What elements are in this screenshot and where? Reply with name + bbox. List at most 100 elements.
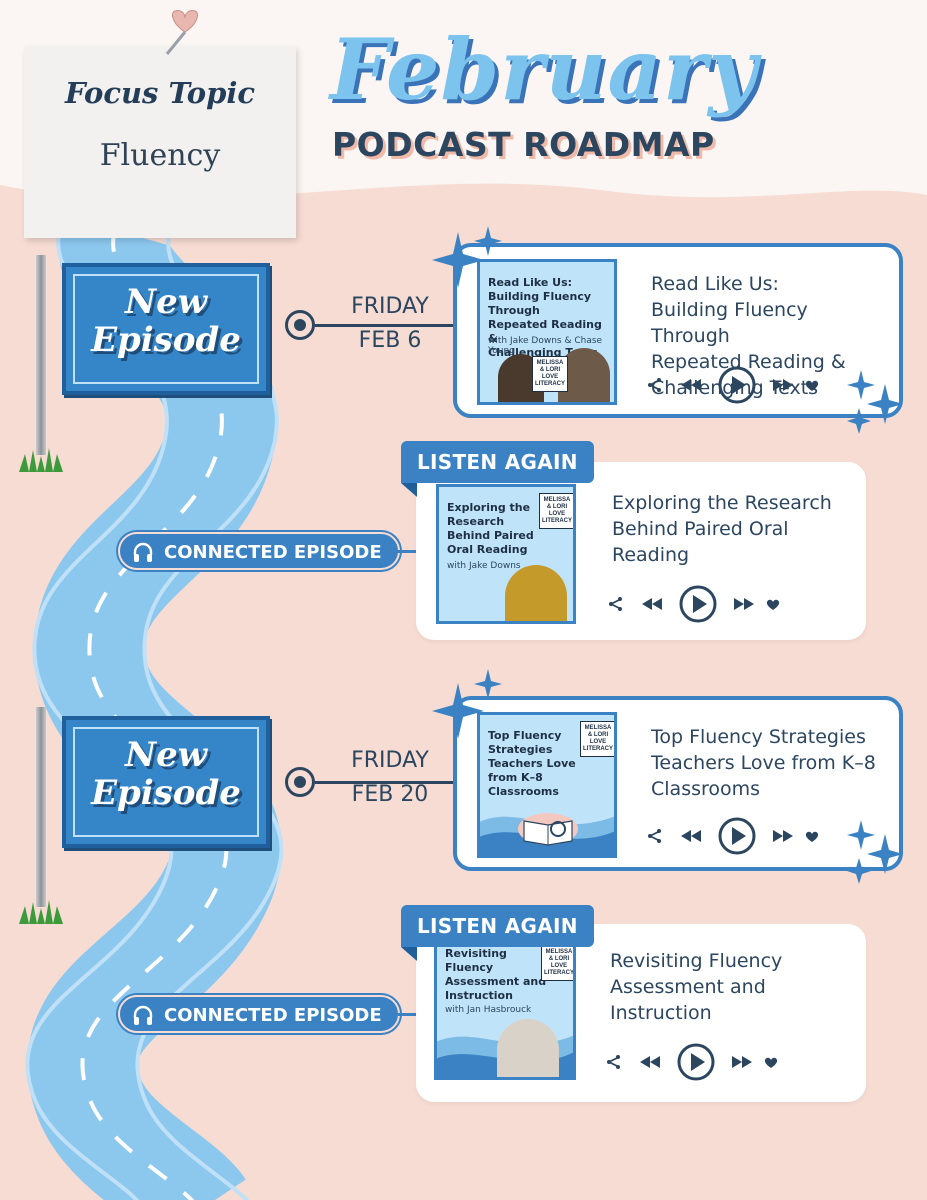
share-button[interactable] [647,828,663,844]
fast-forward-button[interactable] [730,1054,754,1070]
connected-episode-pill: CONNECTED EPISODE [118,532,400,570]
guest-photo [497,1019,559,1077]
episode-title: Exploring the Research Behind Paired Ora… [612,492,832,566]
episode-date-value: FEB 6 [358,328,422,353]
headphones-icon [133,1005,153,1025]
grass-tuft [19,900,63,924]
sign-pole [36,707,46,907]
timeline-dot [285,767,315,797]
push-pin-icon [165,10,199,55]
sparkle-icon [432,226,502,288]
episode-card[interactable]: Read Like Us: Building Fluency Through R… [453,243,903,418]
play-icon [679,585,717,623]
share-icon [648,378,661,392]
timeline-connector [315,781,455,784]
headphones-icon [133,542,153,562]
player-controls [608,584,808,624]
sign-pole [36,255,46,455]
page-subtitle: PODCAST ROADMAP [332,125,715,164]
focus-topic-label: Focus Topic [64,76,256,110]
thumbnail-title: Top Fluency Strategies Teachers Love fro… [488,729,576,798]
episode-date-value: FEB 20 [351,782,429,807]
connected-episode-pill: CONNECTED EPISODE [118,995,400,1033]
episode-thumbnail[interactable]: Top Fluency Strategies Teachers Love fro… [477,712,617,858]
timeline-connector [386,1013,418,1016]
share-icon [609,597,622,611]
rewind-button[interactable] [679,828,703,844]
fast-forward-icon [773,830,793,842]
sparkle-icon [847,820,903,884]
thumbnail-title: Exploring the Research Behind Paired Ora… [447,501,534,556]
fast-forward-button[interactable] [732,596,756,612]
episode-day: FRIDAY [351,294,429,319]
play-icon [718,817,756,855]
share-icon [607,1055,620,1069]
fast-forward-icon [773,379,793,391]
sign-line-episode: Episode [91,773,241,813]
episode-thumbnail[interactable]: Read Like Us: Building Fluency Through R… [477,259,617,405]
book-icon [518,813,578,846]
episode-card[interactable]: Revisiting Fluency Assessment and Instru… [416,924,866,1102]
heart-icon [766,599,780,610]
rewind-button[interactable] [640,596,664,612]
play-button[interactable] [717,816,757,856]
play-button[interactable] [676,1042,716,1082]
heart-button[interactable] [805,830,819,843]
play-icon [718,366,756,404]
connected-episode-label: CONNECTED EPISODE [164,1005,382,1026]
ribbon-fold [401,947,417,961]
heart-button[interactable] [805,379,819,392]
episode-day: FRIDAY [351,748,429,773]
fast-forward-button[interactable] [771,828,795,844]
fast-forward-button[interactable] [771,377,795,393]
share-button[interactable] [647,377,663,393]
episode-title: Top Fluency Strategies Teachers Love fro… [651,726,876,800]
timeline-dot [285,310,315,340]
listen-again-ribbon: LISTEN AGAIN [401,905,594,947]
thumbnail-guests: with Jan Hasbrouck [445,1005,532,1015]
fast-forward-icon [732,1056,752,1068]
timeline-connector [386,550,418,553]
play-button[interactable] [717,365,757,405]
share-button[interactable] [606,1054,622,1070]
sign-line-new: New [125,735,207,775]
fast-forward-icon [734,598,754,610]
heart-icon [805,831,819,842]
episode-card[interactable]: Exploring the Research Behind Paired Ora… [416,462,866,640]
guest-photo [505,565,567,621]
rewind-button[interactable] [638,1054,662,1070]
rewind-icon [681,379,701,391]
rewind-icon [642,598,662,610]
focus-topic-note: Focus Topic Fluency [24,46,296,238]
sign-line-episode: Episode [91,320,241,360]
episode-thumbnail[interactable]: Revisiting Fluency Assessment and Instru… [434,938,576,1080]
share-icon [648,829,661,843]
play-button[interactable] [678,584,718,624]
heart-icon [805,380,819,391]
episode-date: FRIDAY FEB 20 [330,744,450,812]
new-episode-sign: New Episode [62,263,270,395]
rewind-button[interactable] [679,377,703,393]
rewind-icon [640,1056,660,1068]
connected-episode-label: CONNECTED EPISODE [164,542,382,563]
heart-icon [764,1057,778,1068]
episode-thumbnail[interactable]: Exploring the Research Behind Paired Ora… [436,484,576,624]
player-controls [647,365,847,405]
grass-tuft [19,448,63,472]
timeline-connector [315,324,455,327]
heart-button[interactable] [766,598,780,611]
share-button[interactable] [608,596,624,612]
player-controls [606,1042,806,1082]
heart-button[interactable] [764,1056,778,1069]
sparkle-icon [847,370,903,434]
sparkle-icon [432,669,502,739]
thumbnail-guests: with Jake Downs & Chase Young [488,336,603,356]
episode-date: FRIDAY FEB 6 [330,290,450,358]
episode-card[interactable]: Top Fluency Strategies Teachers Love fro… [453,696,903,871]
listen-again-ribbon: LISTEN AGAIN [401,441,594,483]
player-controls [647,816,847,856]
